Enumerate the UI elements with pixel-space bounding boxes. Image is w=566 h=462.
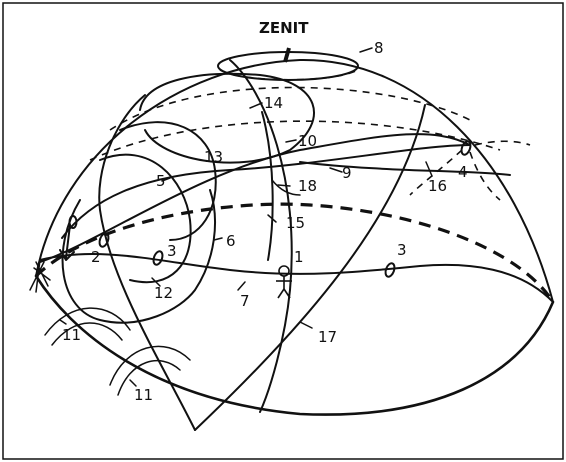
label-5: 5 [156, 172, 166, 190]
label-13: 13 [204, 148, 223, 166]
leader-16 [425, 161, 433, 177]
zenith-marker [283, 47, 291, 63]
loop-14 [139, 72, 315, 164]
meridian-arc [229, 59, 293, 413]
label-16: 16 [428, 177, 447, 195]
label-4: 4 [458, 163, 468, 181]
label-zenit: ZENIT [259, 19, 309, 37]
dome-outline [35, 58, 554, 303]
label-2: 2 [91, 248, 101, 266]
label-14: 14 [264, 94, 283, 112]
observer-figure [276, 265, 292, 299]
arc-11b-1 [109, 345, 191, 386]
star-3b-marker [384, 262, 396, 278]
leader-6 [213, 237, 223, 241]
arc-18 [271, 179, 301, 196]
arc-7 [98, 94, 196, 431]
label-8: 8 [374, 39, 384, 57]
leader-17 [299, 321, 313, 329]
leader-14 [249, 102, 263, 109]
star-3-marker [152, 250, 164, 266]
leader-8 [359, 47, 373, 53]
parallel-middle-dashed [89, 120, 501, 161]
parallel-upper-dashed [109, 86, 471, 131]
horizon-front-curve [34, 274, 555, 416]
arc-11b-2 [117, 360, 181, 396]
loop-5 [99, 153, 192, 284]
label-11b: 11 [134, 386, 153, 404]
label-3a: 3 [167, 242, 177, 260]
ecliptic-line [39, 133, 471, 263]
label-10: 10 [298, 132, 317, 150]
zenith-circle-back [219, 69, 359, 81]
leader-11a [59, 319, 67, 325]
leader-18 [277, 184, 291, 187]
leader-10 [285, 139, 297, 143]
star-4-marker [460, 140, 472, 156]
star4-ray-2 [469, 151, 501, 201]
label-6: 6 [226, 232, 236, 250]
bush-left [29, 259, 51, 293]
arc-11a-2 [51, 322, 123, 346]
label-3b: 3 [397, 241, 407, 259]
diurnal-circle [61, 144, 471, 239]
arc-15 [261, 111, 274, 261]
diurnal-circle-front [299, 161, 511, 176]
leader-12 [151, 277, 161, 287]
arc-17 [194, 104, 426, 431]
arrow-left [59, 224, 75, 261]
loop-6 [61, 189, 216, 324]
leader-5 [161, 177, 171, 182]
leader-15 [267, 214, 277, 223]
star-marker-a [68, 215, 78, 229]
label-17: 17 [318, 328, 337, 346]
label-12: 12 [154, 284, 173, 302]
label-7: 7 [240, 292, 250, 310]
label-1: 1 [294, 248, 304, 266]
loop-13 [119, 121, 217, 241]
label-18: 18 [298, 177, 317, 195]
horizon-back-curve [34, 202, 555, 303]
star-2-marker [98, 232, 110, 248]
leader-7 [237, 281, 246, 291]
arc-11a-1 [44, 307, 131, 336]
leader-9 [329, 167, 343, 173]
label-15: 15 [286, 214, 305, 232]
star4-ray-3 [474, 140, 531, 146]
equator-front [39, 253, 554, 303]
leader-11b [129, 379, 137, 387]
label-11a: 11 [62, 326, 81, 344]
label-9: 9 [342, 164, 352, 182]
